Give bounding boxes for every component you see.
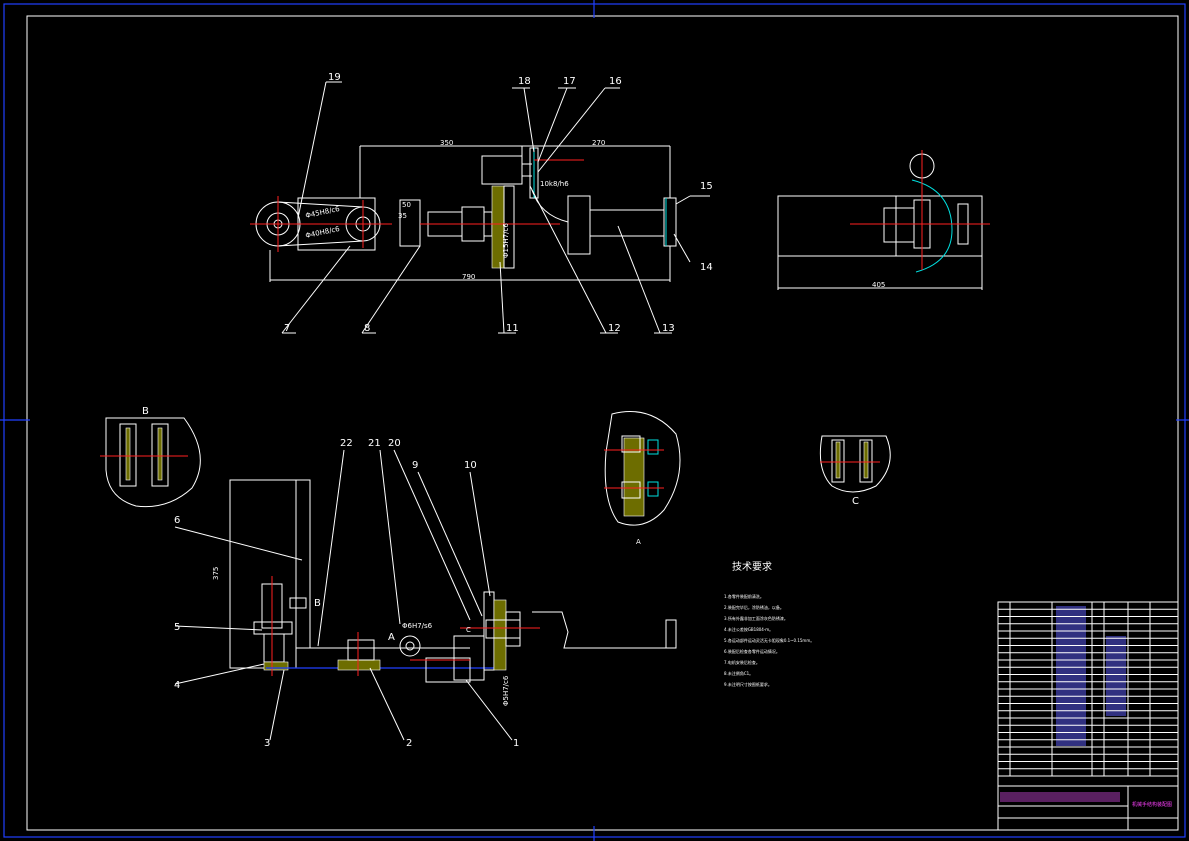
- note-2: 2.装配完毕后，涂防锈油，以备。: [724, 604, 784, 610]
- note-5: 5.各运动部件运动灵活无卡阻现象0.1~0.15mm。: [724, 637, 814, 643]
- dim-405: 405: [872, 281, 885, 289]
- dim-50: 50: [402, 201, 411, 209]
- part-7: 7: [284, 323, 290, 334]
- top-view: 350 270 790 Φ45H8/c6 Φ40H8/c6 50 35 10k8…: [250, 139, 677, 282]
- dim-270: 270: [592, 139, 605, 147]
- view-mark-a: A: [388, 632, 395, 643]
- part-5: 5: [174, 622, 180, 633]
- fit-10k: 10k8/h6: [540, 180, 569, 188]
- part-21: 21: [368, 438, 381, 449]
- technical-notes: 技术要求 1.各零件装配前清洗。 2.装配完毕后，涂防锈油，以备。 3.所有外露…: [724, 560, 814, 687]
- notes-title: 技术要求: [732, 560, 772, 573]
- part-11: 11: [506, 323, 519, 334]
- part-12: 12: [608, 323, 621, 334]
- part-16: 16: [609, 76, 622, 87]
- section-a: A: [604, 411, 681, 546]
- dim-35: 35: [398, 212, 407, 220]
- view-mark-b: B: [314, 598, 321, 609]
- part-22: 22: [340, 438, 353, 449]
- part-10: 10: [464, 460, 477, 471]
- part-17: 17: [563, 76, 576, 87]
- detail-b: B: [100, 406, 201, 508]
- fit-phi5: Φ5H7/c6: [502, 675, 510, 706]
- front-view: 375 Φ6H7/s6 Φ5H7/c6 A B C: [212, 479, 677, 706]
- detail-b-label: B: [142, 406, 149, 417]
- part-19: 19: [328, 72, 341, 83]
- part-9: 9: [412, 460, 418, 471]
- fit-phi45: Φ45H8/c6: [305, 205, 341, 220]
- dim-350: 350: [440, 139, 453, 147]
- part-1: 1: [513, 738, 519, 749]
- part-20: 20: [388, 438, 401, 449]
- note-1: 1.各零件装配前清洗。: [724, 593, 764, 599]
- part-2: 2: [406, 738, 412, 749]
- detail-c: C: [819, 435, 891, 507]
- note-7: 7.电机安装后检查。: [724, 659, 760, 665]
- fit-phi6: Φ6H7/s6: [402, 622, 433, 630]
- part-labels: 19 18 17 16 15 14 7 8 11 12 13 22 21 20 …: [174, 72, 713, 749]
- note-6: 6.装配后检查各零件运动情况。: [724, 648, 780, 654]
- part-14: 14: [700, 262, 713, 273]
- part-4: 4: [174, 680, 180, 691]
- front-leaders: [174, 449, 513, 741]
- part-6: 6: [174, 515, 180, 526]
- detail-c-label: C: [852, 496, 859, 507]
- dim-375: 375: [212, 567, 220, 580]
- parts-list-table: 机械手结构装配图: [997, 601, 1179, 831]
- note-4: 4.未注公差按GB1804-m。: [724, 626, 773, 632]
- side-view: 405: [777, 150, 990, 290]
- dim-790: 790: [462, 273, 475, 281]
- part-8: 8: [364, 323, 370, 334]
- fit-phi40: Φ40H8/c6: [305, 225, 341, 240]
- section-a-label: A: [636, 538, 641, 546]
- title-block-name: 机械手结构装配图: [1132, 801, 1172, 808]
- part-13: 13: [662, 323, 675, 334]
- fit-phi15: Φ15H7/c6: [502, 223, 510, 258]
- part-15: 15: [700, 181, 713, 192]
- note-3: 3.所有外露非加工面涂灰色防锈漆。: [724, 615, 788, 621]
- top-leaders: [281, 81, 710, 334]
- view-mark-c: C: [466, 626, 471, 634]
- part-18: 18: [518, 76, 531, 87]
- note-9: 9.未注明尺寸按图纸要求。: [724, 681, 772, 687]
- note-8: 8.未注倒角C1。: [724, 670, 753, 676]
- part-3: 3: [264, 738, 270, 749]
